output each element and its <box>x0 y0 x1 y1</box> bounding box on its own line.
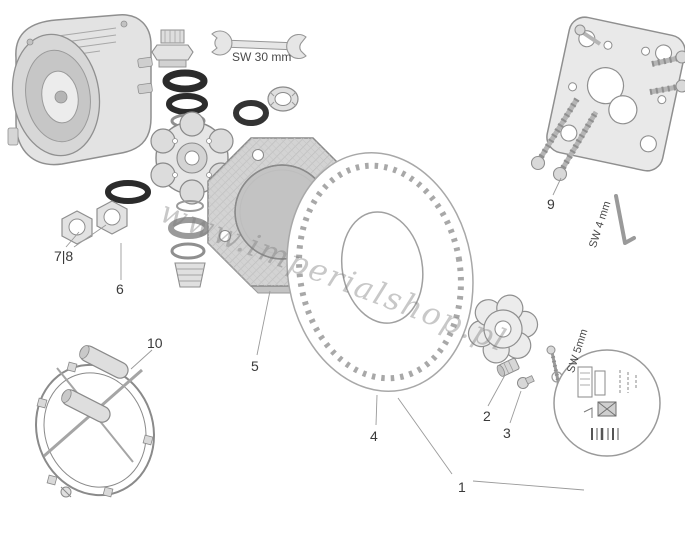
part-label-3: 3 <box>503 425 511 441</box>
allen-key-4-icon <box>614 194 636 245</box>
valve-body <box>150 111 234 205</box>
part-label-1: 1 <box>458 479 466 495</box>
lower-seal-stack <box>168 200 210 288</box>
part-label-5: 5 <box>251 358 259 374</box>
star-carrier <box>467 294 539 364</box>
leader-lines <box>65 177 585 491</box>
perforated-gasket <box>286 151 474 393</box>
wrench-size-label: SW 30 mm <box>232 50 292 64</box>
hex-nuts-group <box>61 180 151 245</box>
small-fittings-2-3 <box>496 357 535 389</box>
instruction-disc <box>553 349 661 457</box>
part-label-9: 9 <box>547 196 555 212</box>
oval-bracket <box>35 345 155 498</box>
part-label-10: 10 <box>147 335 163 351</box>
wrench-icon <box>211 30 307 60</box>
adapter-nut <box>151 29 194 68</box>
mounting-bracket <box>530 16 685 182</box>
part-label-6: 6 <box>116 281 124 297</box>
side-seal-rings <box>233 86 299 126</box>
part-label-2: 2 <box>483 408 491 424</box>
ibox-housing <box>7 14 153 166</box>
bracket-screws <box>530 24 685 182</box>
part-label-7-8: 7|8 <box>54 248 74 264</box>
part-label-4: 4 <box>370 428 378 444</box>
